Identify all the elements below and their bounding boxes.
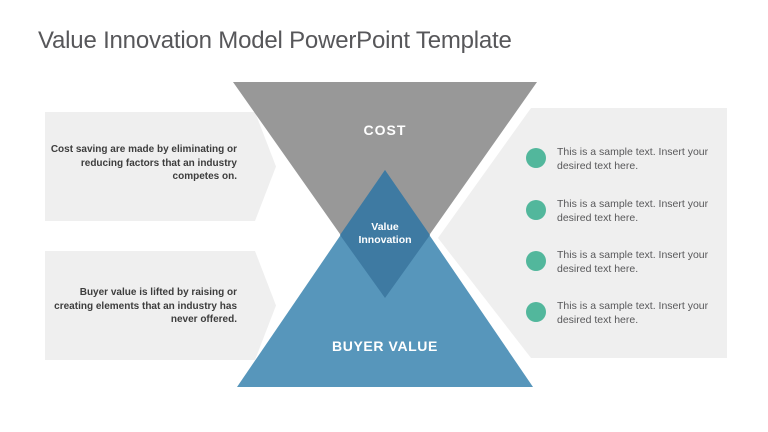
bullet-item-1: This is a sample text. Insert your desir… — [526, 146, 740, 173]
bullet-text-line: This is a sample text. Insert your — [557, 249, 709, 261]
bullet-text-line: desired text here. — [557, 313, 639, 326]
bullet-dot-icon — [526, 200, 546, 220]
bullet-dot-icon — [526, 148, 546, 168]
cost-triangle-label: COST — [363, 122, 407, 138]
buyer-value-note-line: Buyer value is lifted by raising or — [79, 287, 237, 298]
left-note-chevron-2 — [45, 251, 276, 360]
bullet-text-line: desired text here. — [557, 159, 639, 172]
value-innovation-label-line1: Value — [371, 221, 399, 233]
value-innovation-label-line2: Innovation — [358, 234, 412, 246]
cost-note-line: Cost saving are made by eliminating or — [50, 144, 237, 155]
bullet-dot-icon — [526, 302, 546, 322]
bullet-text-line: This is a sample text. Insert your — [557, 146, 709, 158]
value-innovation-label: Value Innovation — [335, 221, 435, 247]
buyer-value-note: Buyer value is lifted by raising or crea… — [42, 286, 237, 327]
bullet-text: This is a sample text. Insert your desir… — [557, 198, 708, 225]
bullet-text-line: This is a sample text. Insert your — [557, 300, 709, 312]
cost-note-line: reducing factors that an industry — [80, 157, 237, 169]
overlap-diamond — [340, 170, 430, 298]
bullet-item-3: This is a sample text. Insert your desir… — [526, 249, 740, 276]
bullet-item-2: This is a sample text. Insert your desir… — [526, 198, 740, 225]
buyer-value-triangle-label: BUYER VALUE — [332, 338, 438, 354]
right-bullets-panel — [438, 108, 727, 358]
bullet-dot-icon — [526, 251, 546, 271]
bullet-text-line: desired text here. — [557, 211, 639, 224]
buyer-value-note-line: never offered. — [170, 314, 237, 325]
bullet-text: This is a sample text. Insert your desir… — [557, 249, 708, 276]
left-note-chevron-1 — [45, 112, 276, 221]
bullet-text-line: desired text here. — [557, 262, 639, 275]
bullet-item-4: This is a sample text. Insert your desir… — [526, 300, 740, 327]
cost-note-line: competes on. — [172, 171, 237, 182]
bullet-text-line: This is a sample text. Insert your — [557, 198, 709, 210]
buyer-value-note-line: creating elements that an industry has — [54, 300, 237, 312]
bullet-text: This is a sample text. Insert your desir… — [557, 146, 708, 173]
cost-note: Cost saving are made by eliminating or r… — [42, 143, 237, 184]
page-title: Value Innovation Model PowerPoint Templa… — [38, 27, 512, 54]
bullet-text: This is a sample text. Insert your desir… — [557, 300, 708, 327]
